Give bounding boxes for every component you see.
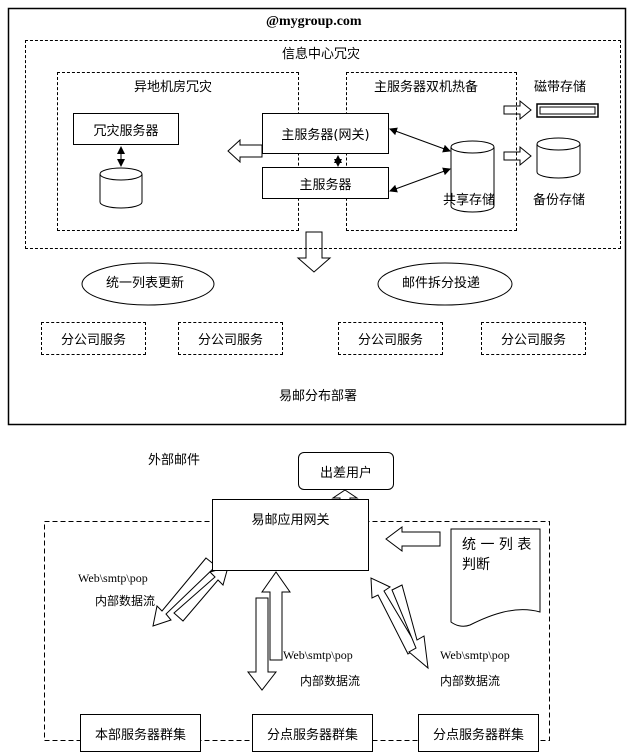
hollow-arrow-down-left-icon [152,557,217,627]
hollow-arrow-down-right-icon [391,584,429,670]
travel-user-box: 出差用户 [298,452,394,490]
main-server-box: 主服务器 [262,167,389,199]
offsite-label: 异地机房冗灾 [134,80,213,95]
branch-service-box: 分公司服务 [41,322,146,355]
protocol-label: Web\smtp\pop [440,648,510,662]
list-update-label: 统一列表更新 [106,276,185,291]
internal-flow-label: 内部数据流 [440,674,501,688]
document-shape [450,528,541,627]
mail-split-label: 邮件拆分投递 [402,276,481,291]
backup-storage-label: 备份存储 [533,193,586,208]
hollow-arrow-down-icon [296,231,332,273]
domain-title: @mygroup.com [266,14,362,29]
list-judge-line2: 判断 [462,557,490,573]
protocol-label: Web\smtp\pop [283,648,353,662]
tape-storage-label: 磁带存储 [534,80,587,95]
branch-service-box: 分公司服务 [481,322,586,355]
hollow-arrow-right-icon [503,99,532,121]
branch-cluster-box: 分点服务器群集 [252,714,373,752]
dr-storage-cylinder-icon [99,167,143,209]
outer-frame [7,7,627,426]
internal-flow-label: 内部数据流 [300,674,361,688]
info-center-group [25,40,621,249]
mail-split-ellipse [377,262,513,306]
dr-server-box: 冗灾服务器 [73,113,179,145]
deployment-label: 易邮分布部署 [279,389,358,404]
protocol-label: Web\smtp\pop [78,571,148,585]
external-mail-label: 外部邮件 [148,453,201,468]
branch-service-box: 分公司服务 [178,322,283,355]
internal-flow-label: 内部数据流 [95,594,156,608]
list-judge-line1: 统 一 列 表 [462,537,532,553]
double-arrow-icon [389,127,451,153]
hollow-arrow-right-icon [503,145,532,167]
double-arrow-icon [389,167,451,193]
backup-storage-cylinder-icon [536,137,581,179]
hollow-arrow-left-icon [385,526,441,552]
list-update-ellipse [81,262,215,306]
info-center-label: 信息中心冗灾 [282,47,361,62]
hollow-arrow-down-icon [246,597,278,691]
hollow-arrow-up-right-icon [173,566,229,622]
branch-cluster-box: 分点服务器群集 [418,714,539,752]
shared-storage-cylinder-icon [450,140,495,213]
hq-cluster-box: 本部服务器群集 [80,714,201,752]
main-gateway-box: 主服务器(网关) [262,113,389,154]
hot-standby-label: 主服务器双机热备 [374,80,479,95]
hollow-arrow-up-icon [261,571,291,661]
app-gateway-box: 易邮应用网关 [212,499,369,571]
branch-service-box: 分公司服务 [338,322,443,355]
shared-storage-label: 共享存储 [443,193,496,208]
hollow-arrow-left-icon [227,138,263,164]
